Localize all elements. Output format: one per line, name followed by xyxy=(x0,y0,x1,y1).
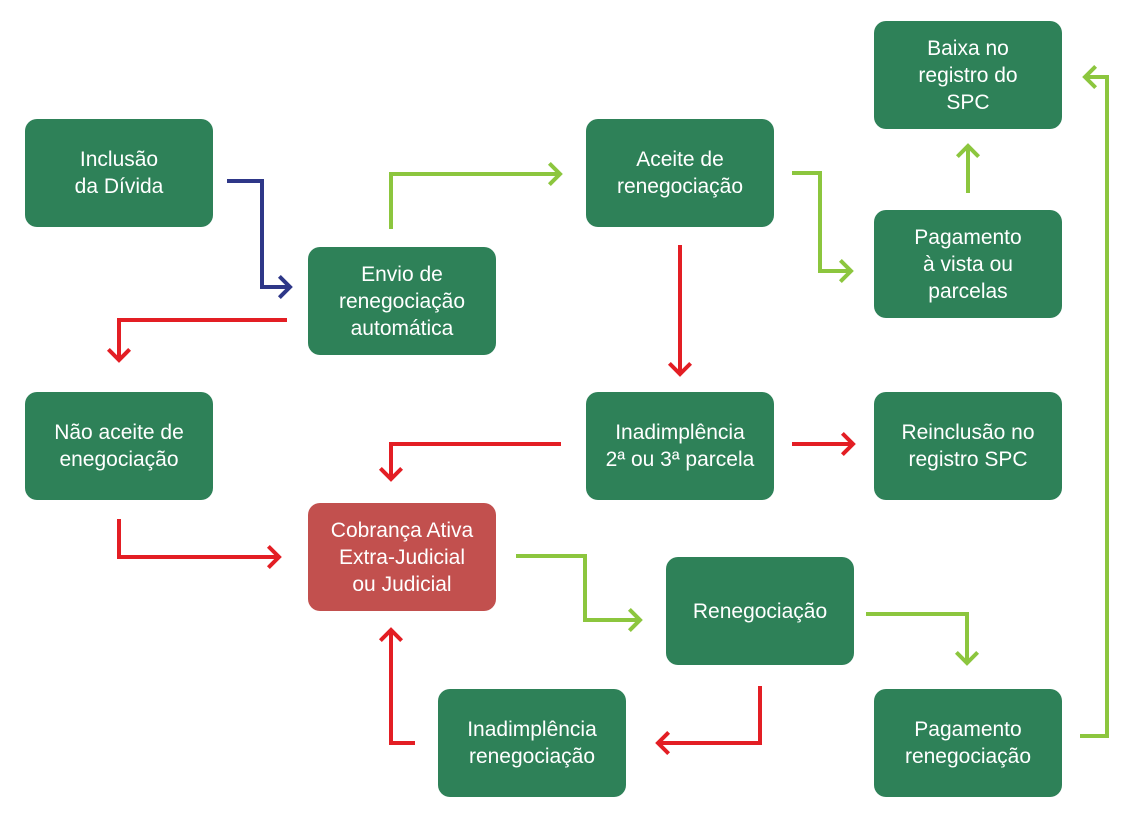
node-inclusao: Inclusão da Dívida xyxy=(25,119,213,227)
edge-inclusao-to-envio xyxy=(227,179,293,300)
node-label: Inadimplência renegociação xyxy=(467,718,597,768)
node-label: Baixa no registro do SPC xyxy=(918,36,1018,114)
edge-inadimplencia_parcela-to-cobranca xyxy=(378,442,561,482)
connector-line xyxy=(389,442,561,479)
connector-line xyxy=(117,318,287,360)
arrowhead xyxy=(954,650,980,666)
arrowhead xyxy=(277,274,293,300)
edge-nao_aceite-to-cobranca xyxy=(117,519,282,570)
arrowhead xyxy=(955,143,981,159)
node-label: Cobrança Ativa Extra-Judicial ou Judicia… xyxy=(330,518,474,596)
edge-inadimplencia_parcela-to-reinclusao xyxy=(792,431,856,457)
arrowhead xyxy=(266,544,282,570)
node-label: Inadimplência 2ª ou 3ª parcela xyxy=(605,421,755,471)
connector-line xyxy=(792,171,851,273)
connector-line xyxy=(516,554,640,622)
edge-renegociacao-to-pagamento_reneg xyxy=(866,612,980,666)
connector-line xyxy=(389,630,415,745)
node-label: Renegociação xyxy=(692,599,828,623)
edge-pagamento_reneg-to-baixa xyxy=(1080,64,1109,738)
edge-cobranca-to-renegociacao xyxy=(516,554,643,633)
node-pagamento-reneg: Pagamento renegociação xyxy=(874,689,1062,797)
connector-line xyxy=(117,519,279,559)
arrowhead xyxy=(838,258,854,284)
connector-line xyxy=(389,172,560,229)
node-label: Não aceite de enegociação xyxy=(54,421,184,471)
node-label: Aceite de renegociação xyxy=(616,148,744,198)
node-label: Envio de renegociação automática xyxy=(338,262,466,340)
node-label: Pagamento renegociação xyxy=(904,718,1032,768)
arrowhead xyxy=(106,347,132,363)
arrowhead xyxy=(627,607,643,633)
edge-aceite-to-inadimplencia_parcela xyxy=(667,245,693,377)
node-inadimplencia-reneg: Inadimplência renegociação xyxy=(438,689,626,797)
node-label: Inclusão da Dívida xyxy=(74,148,164,198)
arrowhead xyxy=(547,161,563,187)
edge-aceite-to-pagamento_vista xyxy=(792,171,854,284)
connector-line xyxy=(1080,75,1109,738)
node-cobranca: Cobrança Ativa Extra-Judicial ou Judicia… xyxy=(308,503,496,611)
arrowhead xyxy=(840,431,856,457)
edge-inadimplencia_reneg-to-cobranca xyxy=(378,627,415,745)
node-label: Pagamento à vista ou parcelas xyxy=(914,225,1022,303)
arrowhead xyxy=(1082,64,1098,90)
arrowhead xyxy=(378,466,404,482)
node-pagamento-vista: Pagamento à vista ou parcelas xyxy=(874,210,1062,318)
edge-envio-to-nao_aceite xyxy=(106,318,287,363)
arrowhead xyxy=(667,361,693,377)
arrowhead xyxy=(378,627,404,643)
connector-line xyxy=(227,179,290,289)
node-renegociacao: Renegociação xyxy=(666,557,854,665)
node-label: Reinclusão no registro SPC xyxy=(901,421,1035,471)
connector-line xyxy=(866,612,969,663)
node-reinclusao: Reinclusão no registro SPC xyxy=(874,392,1062,500)
edge-renegociacao-to-inadimplencia_reneg xyxy=(655,686,762,756)
edge-envio-to-aceite xyxy=(389,161,563,229)
connector-line xyxy=(658,686,762,745)
arrowhead xyxy=(655,730,671,756)
edge-pagamento_vista-to-baixa xyxy=(955,143,981,193)
node-aceite: Aceite de renegociação xyxy=(586,119,774,227)
node-inadimplencia-parcela: Inadimplência 2ª ou 3ª parcela xyxy=(586,392,774,500)
node-envio: Envio de renegociação automática xyxy=(308,247,496,355)
node-baixa: Baixa no registro do SPC xyxy=(874,21,1062,129)
node-nao-aceite: Não aceite de enegociação xyxy=(25,392,213,500)
